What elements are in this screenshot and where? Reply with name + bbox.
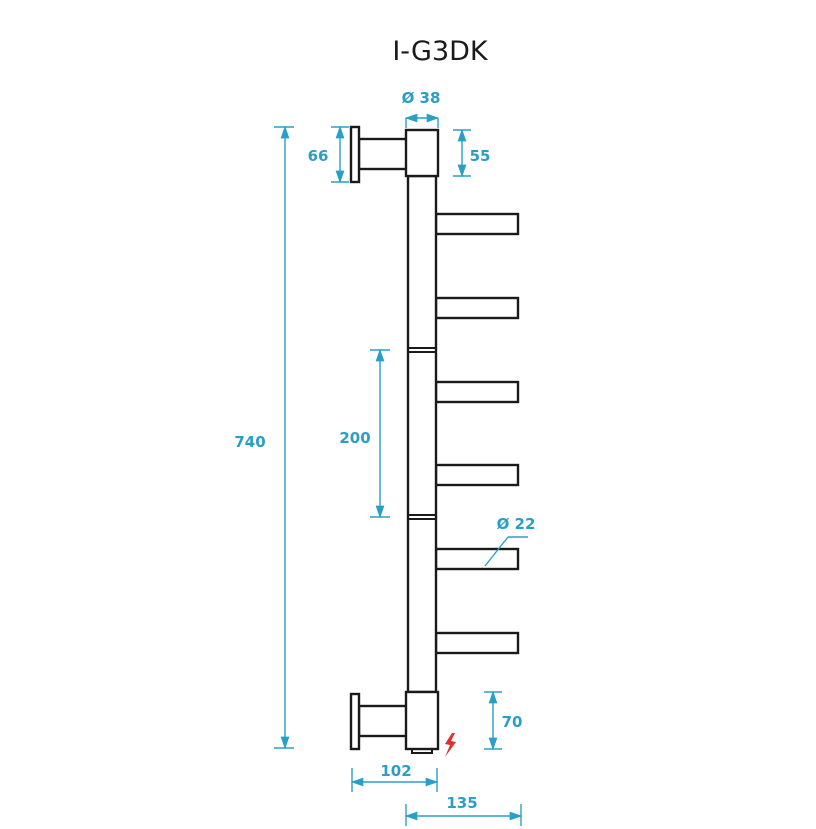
- horizontal-bar: [434, 212, 520, 236]
- bottom-cap: [404, 690, 440, 751]
- bottom-bracket-arm: [357, 704, 410, 738]
- horizontal-bar: [434, 463, 520, 487]
- lightning-bolt-icon: [445, 733, 456, 757]
- label-section-spacing: 200: [339, 429, 370, 447]
- label-top-tube-diameter: Ø 38: [402, 89, 441, 107]
- dimension-lines: [274, 113, 528, 826]
- horizontal-bar: [434, 547, 520, 571]
- label-bottom-cap-height: 70: [502, 713, 523, 731]
- top-bracket-arm: [357, 137, 410, 171]
- label-bracket-height: 66: [308, 147, 329, 165]
- vertical-tube: [406, 174, 438, 694]
- label-bar-diameter: Ø 22: [497, 515, 536, 533]
- drawing-title: I-G3DK: [392, 36, 489, 67]
- label-wall-to-tube: 102: [380, 762, 411, 780]
- label-wall-to-bar-end: 135: [446, 794, 477, 812]
- bottom-wall-plate: [349, 692, 361, 751]
- top-wall-plate: [349, 125, 361, 184]
- product-outline: [349, 125, 520, 754]
- horizontal-bar: [434, 631, 520, 655]
- dimension-labels: Ø 38 66 55 740 200 Ø 22 70 102 135: [234, 89, 535, 812]
- label-top-cap-height: 55: [470, 147, 491, 165]
- horizontal-bar: [434, 380, 520, 404]
- cable-outlet: [411, 748, 433, 754]
- horizontal-bar: [434, 296, 520, 320]
- top-cap: [404, 128, 440, 178]
- leader-bar-diameter: [484, 536, 509, 567]
- label-total-height: 740: [234, 433, 265, 451]
